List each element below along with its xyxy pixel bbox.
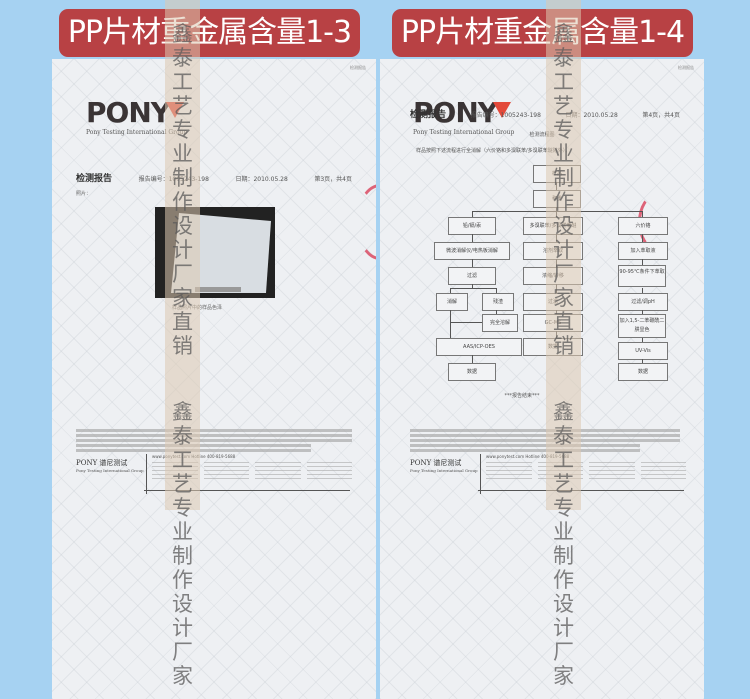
- watermark-char: 艺: [553, 94, 574, 118]
- watermark-char: 设: [172, 592, 193, 616]
- watermark-char: 艺: [553, 472, 574, 496]
- watermark-strip-right: 鑫泰工艺专业制作设计厂家直销鑫泰工艺专业制作设计厂家: [546, 0, 581, 688]
- photo-label: 照片：: [76, 191, 92, 197]
- red-seal-stamp: [356, 184, 376, 260]
- flow-box-a3-right: 残渣: [482, 293, 514, 311]
- watermark-char: 艺: [172, 94, 193, 118]
- disclaimer-text: [76, 429, 352, 454]
- watermark-char: 厂: [553, 640, 574, 664]
- report-header: 检测报告 报告编号：1005243-198 日期：2010.05.28 第4页，…: [410, 110, 680, 120]
- watermark-char: 计: [553, 616, 574, 640]
- report-header: 检测报告 报告编号：1005243-198 日期：2010.05.28 第3页，…: [76, 174, 352, 184]
- watermark-char: 鑫: [553, 22, 574, 46]
- watermark-char: 计: [172, 616, 193, 640]
- footer-brand: PONY 谱尼测试 Pony Testing International Gro…: [76, 459, 144, 473]
- flow-intro: 样品按照下述流程进行全消解（六价铬和多溴联苯/多溴联苯醚除外）。: [416, 148, 571, 154]
- watermark-char: 专: [172, 496, 193, 520]
- watermark-char: 家: [553, 286, 574, 310]
- watermark-char: 作: [172, 190, 193, 214]
- flow-title: 检测流程图: [529, 132, 555, 138]
- watermark-char: 家: [172, 286, 193, 310]
- footer-addresses: [486, 462, 686, 482]
- watermark-char: 制: [172, 544, 193, 568]
- watermark-char: 作: [553, 568, 574, 592]
- watermark-char: 鑫: [172, 400, 193, 424]
- flow-box-c1: 加入萃取液: [618, 242, 668, 260]
- flow-box-c3: 过滤/调pH: [618, 293, 668, 311]
- watermark-char: 直: [172, 310, 193, 334]
- page-number: 第3页，共4页: [314, 176, 352, 183]
- watermark-char: 制: [553, 544, 574, 568]
- report-page-4: 检测报告 PONY Pony Testing International Gro…: [380, 59, 704, 699]
- watermark-char: 业: [172, 142, 193, 166]
- flow-box-a3-left: 消解: [436, 293, 468, 311]
- watermark-char: 厂: [172, 640, 193, 664]
- footer-contact: www.ponytest.com Hotline 400-819-5688: [486, 454, 570, 459]
- watermark-char: 鑫: [553, 400, 574, 424]
- flow-box-a6: 数据: [448, 363, 496, 381]
- watermark-char: 计: [553, 238, 574, 262]
- pony-logo: PONY Pony Testing International Group: [413, 96, 515, 137]
- watermark-char: 设: [553, 214, 574, 238]
- flow-box-c6: 数据: [618, 363, 668, 381]
- corner-mark: 检测报告: [350, 65, 366, 70]
- title-banner-left: PP片材重金属含量1-3: [59, 9, 360, 57]
- watermark-char: 专: [553, 496, 574, 520]
- flow-box-c5: UV-Vis: [618, 342, 668, 360]
- report-date: 日期：2010.05.28: [565, 112, 618, 119]
- report-date: 日期：2010.05.28: [235, 176, 288, 183]
- report-page-3: 检测报告 PONY Pony Testing International Gro…: [52, 59, 376, 699]
- watermark-char: 业: [553, 520, 574, 544]
- flow-box-a1: 微波消解仪/电热板消解: [434, 242, 510, 260]
- flow-box-a5: AAS/ICP-OES: [436, 338, 522, 356]
- photo-scale-bar: [195, 287, 241, 292]
- corner-mark: 检测报告: [678, 65, 694, 70]
- watermark-char: 业: [172, 520, 193, 544]
- flow-box-c4: 加入1,5-二苯碳酰二肼显色: [618, 314, 666, 338]
- watermark-strip-left: 鑫泰工艺专业制作设计厂家直销鑫泰工艺专业制作设计厂家: [165, 0, 200, 688]
- watermark-char: 工: [553, 70, 574, 94]
- watermark-char: 作: [553, 190, 574, 214]
- report-number: 报告编号：1005243-198: [470, 112, 541, 119]
- watermark-char: 专: [172, 118, 193, 142]
- watermark-char: 直: [553, 310, 574, 334]
- end-note: ***报告结束***: [504, 393, 540, 399]
- watermark-char: 制: [172, 166, 193, 190]
- flow-box-branch-a: 铅/镉/汞: [448, 217, 496, 235]
- watermark-char: 销: [553, 334, 574, 358]
- watermark-char: 工: [172, 448, 193, 472]
- watermark-char: 泰: [172, 424, 193, 448]
- watermark-char: 艺: [172, 472, 193, 496]
- watermark-char: 作: [172, 568, 193, 592]
- watermark-char: 厂: [553, 262, 574, 286]
- watermark-char: 泰: [553, 46, 574, 70]
- watermark-char: 泰: [172, 46, 193, 70]
- watermark-char: 泰: [553, 424, 574, 448]
- flow-box-a4: 完全溶解: [482, 314, 518, 332]
- watermark-char: 鑫: [172, 22, 193, 46]
- watermark-char: 家: [172, 664, 193, 688]
- watermark-char: 设: [553, 592, 574, 616]
- page-number: 第4页，共4页: [642, 112, 680, 119]
- flow-box-branch-c: 六价铬: [618, 217, 668, 235]
- watermark-char: 厂: [172, 262, 193, 286]
- watermark-char: 设: [172, 214, 193, 238]
- watermark-char: 专: [553, 118, 574, 142]
- flow-box-c2: 90-95℃条件下萃取: [618, 265, 666, 287]
- watermark-char: 工: [172, 70, 193, 94]
- flow-box-a2: 过滤: [448, 267, 496, 285]
- watermark-char: 计: [172, 238, 193, 262]
- footer-brand: PONY 谱尼测试 Pony Testing International Gro…: [410, 459, 478, 473]
- watermark-char: 制: [553, 166, 574, 190]
- title-banner-right: PP片材重金属含量1-4: [392, 9, 693, 57]
- watermark-char: 家: [553, 664, 574, 688]
- watermark-char: 业: [553, 142, 574, 166]
- watermark-char: 工: [553, 448, 574, 472]
- logo-triangle-icon: [493, 102, 512, 118]
- disclaimer-text: [410, 429, 680, 454]
- watermark-char: 销: [172, 334, 193, 358]
